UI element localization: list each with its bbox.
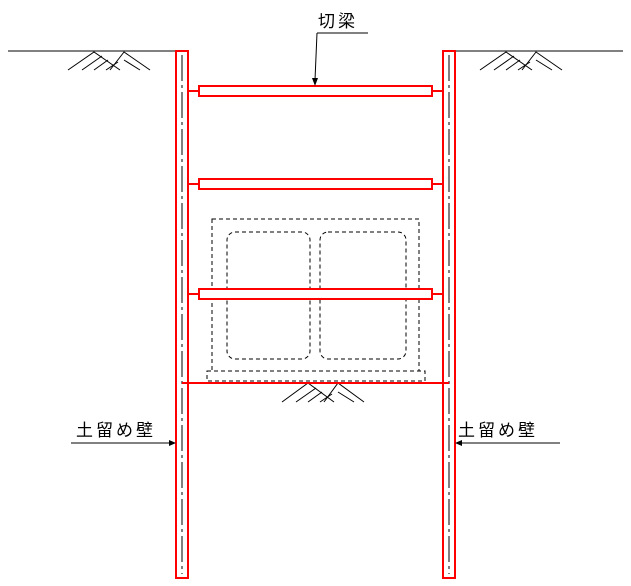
retaining-wall-left bbox=[175, 50, 199, 579]
strut-label: 切梁 bbox=[318, 12, 358, 32]
ground-hatch-bottom bbox=[281, 382, 365, 403]
wall-label-right: 土留め壁 bbox=[458, 421, 538, 441]
wall-label-left-group: 土留め壁 bbox=[71, 421, 176, 446]
strut-1 bbox=[198, 85, 433, 97]
strut-2 bbox=[198, 178, 433, 190]
strut-label-group: 切梁 bbox=[312, 12, 368, 86]
ground-hatch-right bbox=[479, 51, 563, 71]
ground-hatch-left bbox=[67, 51, 151, 71]
strut-3 bbox=[198, 288, 433, 300]
wall-label-left: 土留め壁 bbox=[76, 421, 156, 441]
wall-label-right-group: 土留め壁 bbox=[455, 421, 560, 446]
retaining-wall-right bbox=[432, 50, 456, 579]
